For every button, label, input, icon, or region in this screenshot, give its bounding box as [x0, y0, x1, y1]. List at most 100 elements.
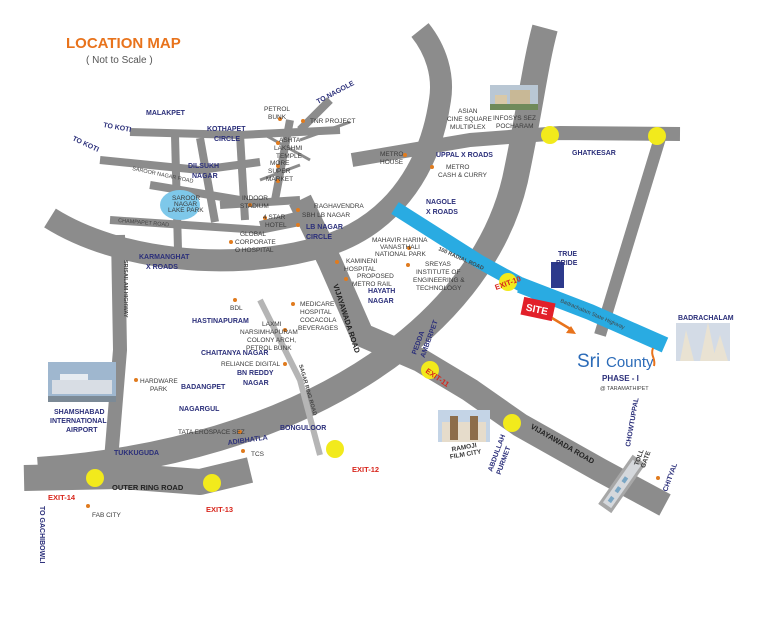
site-arrow	[551, 316, 573, 332]
outer-ring-road-south[interactable]	[23, 457, 254, 495]
tcs-label: TCS	[251, 451, 265, 458]
hastinapuram-label: HASTINAPURAM	[192, 318, 249, 325]
direction-gachibowli: TO GACHIBOWLI	[38, 506, 45, 563]
infosys-photo	[490, 85, 538, 110]
junction-marker[interactable]	[648, 127, 666, 145]
srisailam-highway[interactable]	[103, 234, 127, 473]
site-marker[interactable]: SITE	[520, 296, 576, 334]
direction-koti-2: TO KOTI	[71, 135, 100, 153]
sagar-ring-road[interactable]	[257, 298, 323, 456]
map-subtitle: ( Not to Scale )	[86, 55, 153, 66]
srisailam-highway-label: SRISAILAM HIGHWAY	[122, 260, 128, 318]
chityal-label: CHITYAL	[662, 462, 679, 493]
reliance-label: RELIANCE DIGITAL	[221, 361, 281, 368]
logo-leaf-icon	[651, 347, 656, 367]
phase-label: PHASE - I	[602, 374, 639, 383]
ramoji-label: RAMOJIFILM CITY	[448, 441, 482, 460]
ghatkesar-road[interactable]	[350, 126, 681, 167]
exit-12-marker[interactable]	[326, 440, 344, 458]
sri-county-logo: Sri County PHASE - I @ TARAMATHIPET	[577, 347, 656, 392]
vijayawada-road[interactable]	[289, 194, 671, 516]
brand-county: County	[606, 354, 654, 371]
orr-label: OUTER RING ROAD	[112, 483, 184, 492]
badangpet-label: BADANGPET	[181, 384, 226, 391]
exit-10-marker[interactable]	[499, 273, 517, 291]
ghatkesar-label: GHATKESAR	[572, 150, 616, 157]
tukkuguda-label: TUKKUGUDA	[114, 450, 159, 457]
exit-11-marker[interactable]	[421, 361, 439, 379]
radial-road[interactable]	[391, 202, 544, 302]
chowtuppal-connector[interactable]	[594, 136, 666, 337]
inner-ring-road[interactable]	[44, 23, 452, 272]
fab-label: FAB CITY	[92, 512, 122, 519]
exit-14-marker[interactable]	[86, 469, 104, 487]
exit-12-label: EXIT-12	[352, 465, 379, 474]
uppal-label: UPPAL X ROADS	[436, 152, 493, 159]
tnr-label: TNR PROJECT	[310, 118, 356, 125]
toll-gate-photo	[598, 454, 646, 514]
city-streets-thin	[259, 120, 351, 182]
brand-sri: Sri	[577, 351, 600, 372]
site-arrow-head	[566, 326, 576, 334]
chowtuppal-label: CHOWTUPPAL	[625, 397, 641, 448]
site-label: SITE	[525, 303, 549, 318]
bonguloor-label: BONGULOOR	[280, 425, 326, 432]
poi-dots	[86, 117, 660, 508]
badrachalam-temple-photo	[676, 322, 730, 361]
true-pride-block[interactable]	[551, 262, 564, 288]
direction-nagole: TO NAGOLE	[316, 80, 356, 106]
junction-marker[interactable]	[541, 126, 559, 144]
map-title: LOCATION MAP	[66, 35, 181, 52]
saroor-nagar-lake	[160, 190, 200, 220]
nagargul-label: NAGARGUL	[179, 406, 220, 413]
malakpet-label: MALAKPET	[146, 110, 186, 117]
exit-13-label: EXIT-13	[206, 505, 233, 514]
location-label: @ TARAMATHIPET	[600, 386, 649, 392]
tata-label: TATA EROSPACE SEZ	[178, 429, 245, 436]
abdullah-label: ABDULLAHPURMET	[487, 434, 515, 476]
badrachalam-label: BADRACHALAM	[678, 315, 734, 322]
badrachalam-state-highway[interactable]	[517, 277, 669, 353]
toll-label: TOLLGATE	[633, 447, 652, 469]
direction-koti-1: TO KOTI	[103, 122, 132, 134]
champapet-road-label: CHAMPAPET ROAD	[118, 218, 169, 228]
site-badge[interactable]	[520, 296, 556, 322]
junction-marker[interactable]	[503, 414, 521, 432]
exit-markers	[86, 126, 666, 492]
exit-13-marker[interactable]	[203, 474, 221, 492]
bdl-label: BDL	[230, 305, 243, 312]
chaitanya-label: CHAITANYA NAGAR	[201, 350, 268, 357]
ramoji-photo	[438, 410, 490, 442]
airport-photo	[48, 362, 116, 402]
